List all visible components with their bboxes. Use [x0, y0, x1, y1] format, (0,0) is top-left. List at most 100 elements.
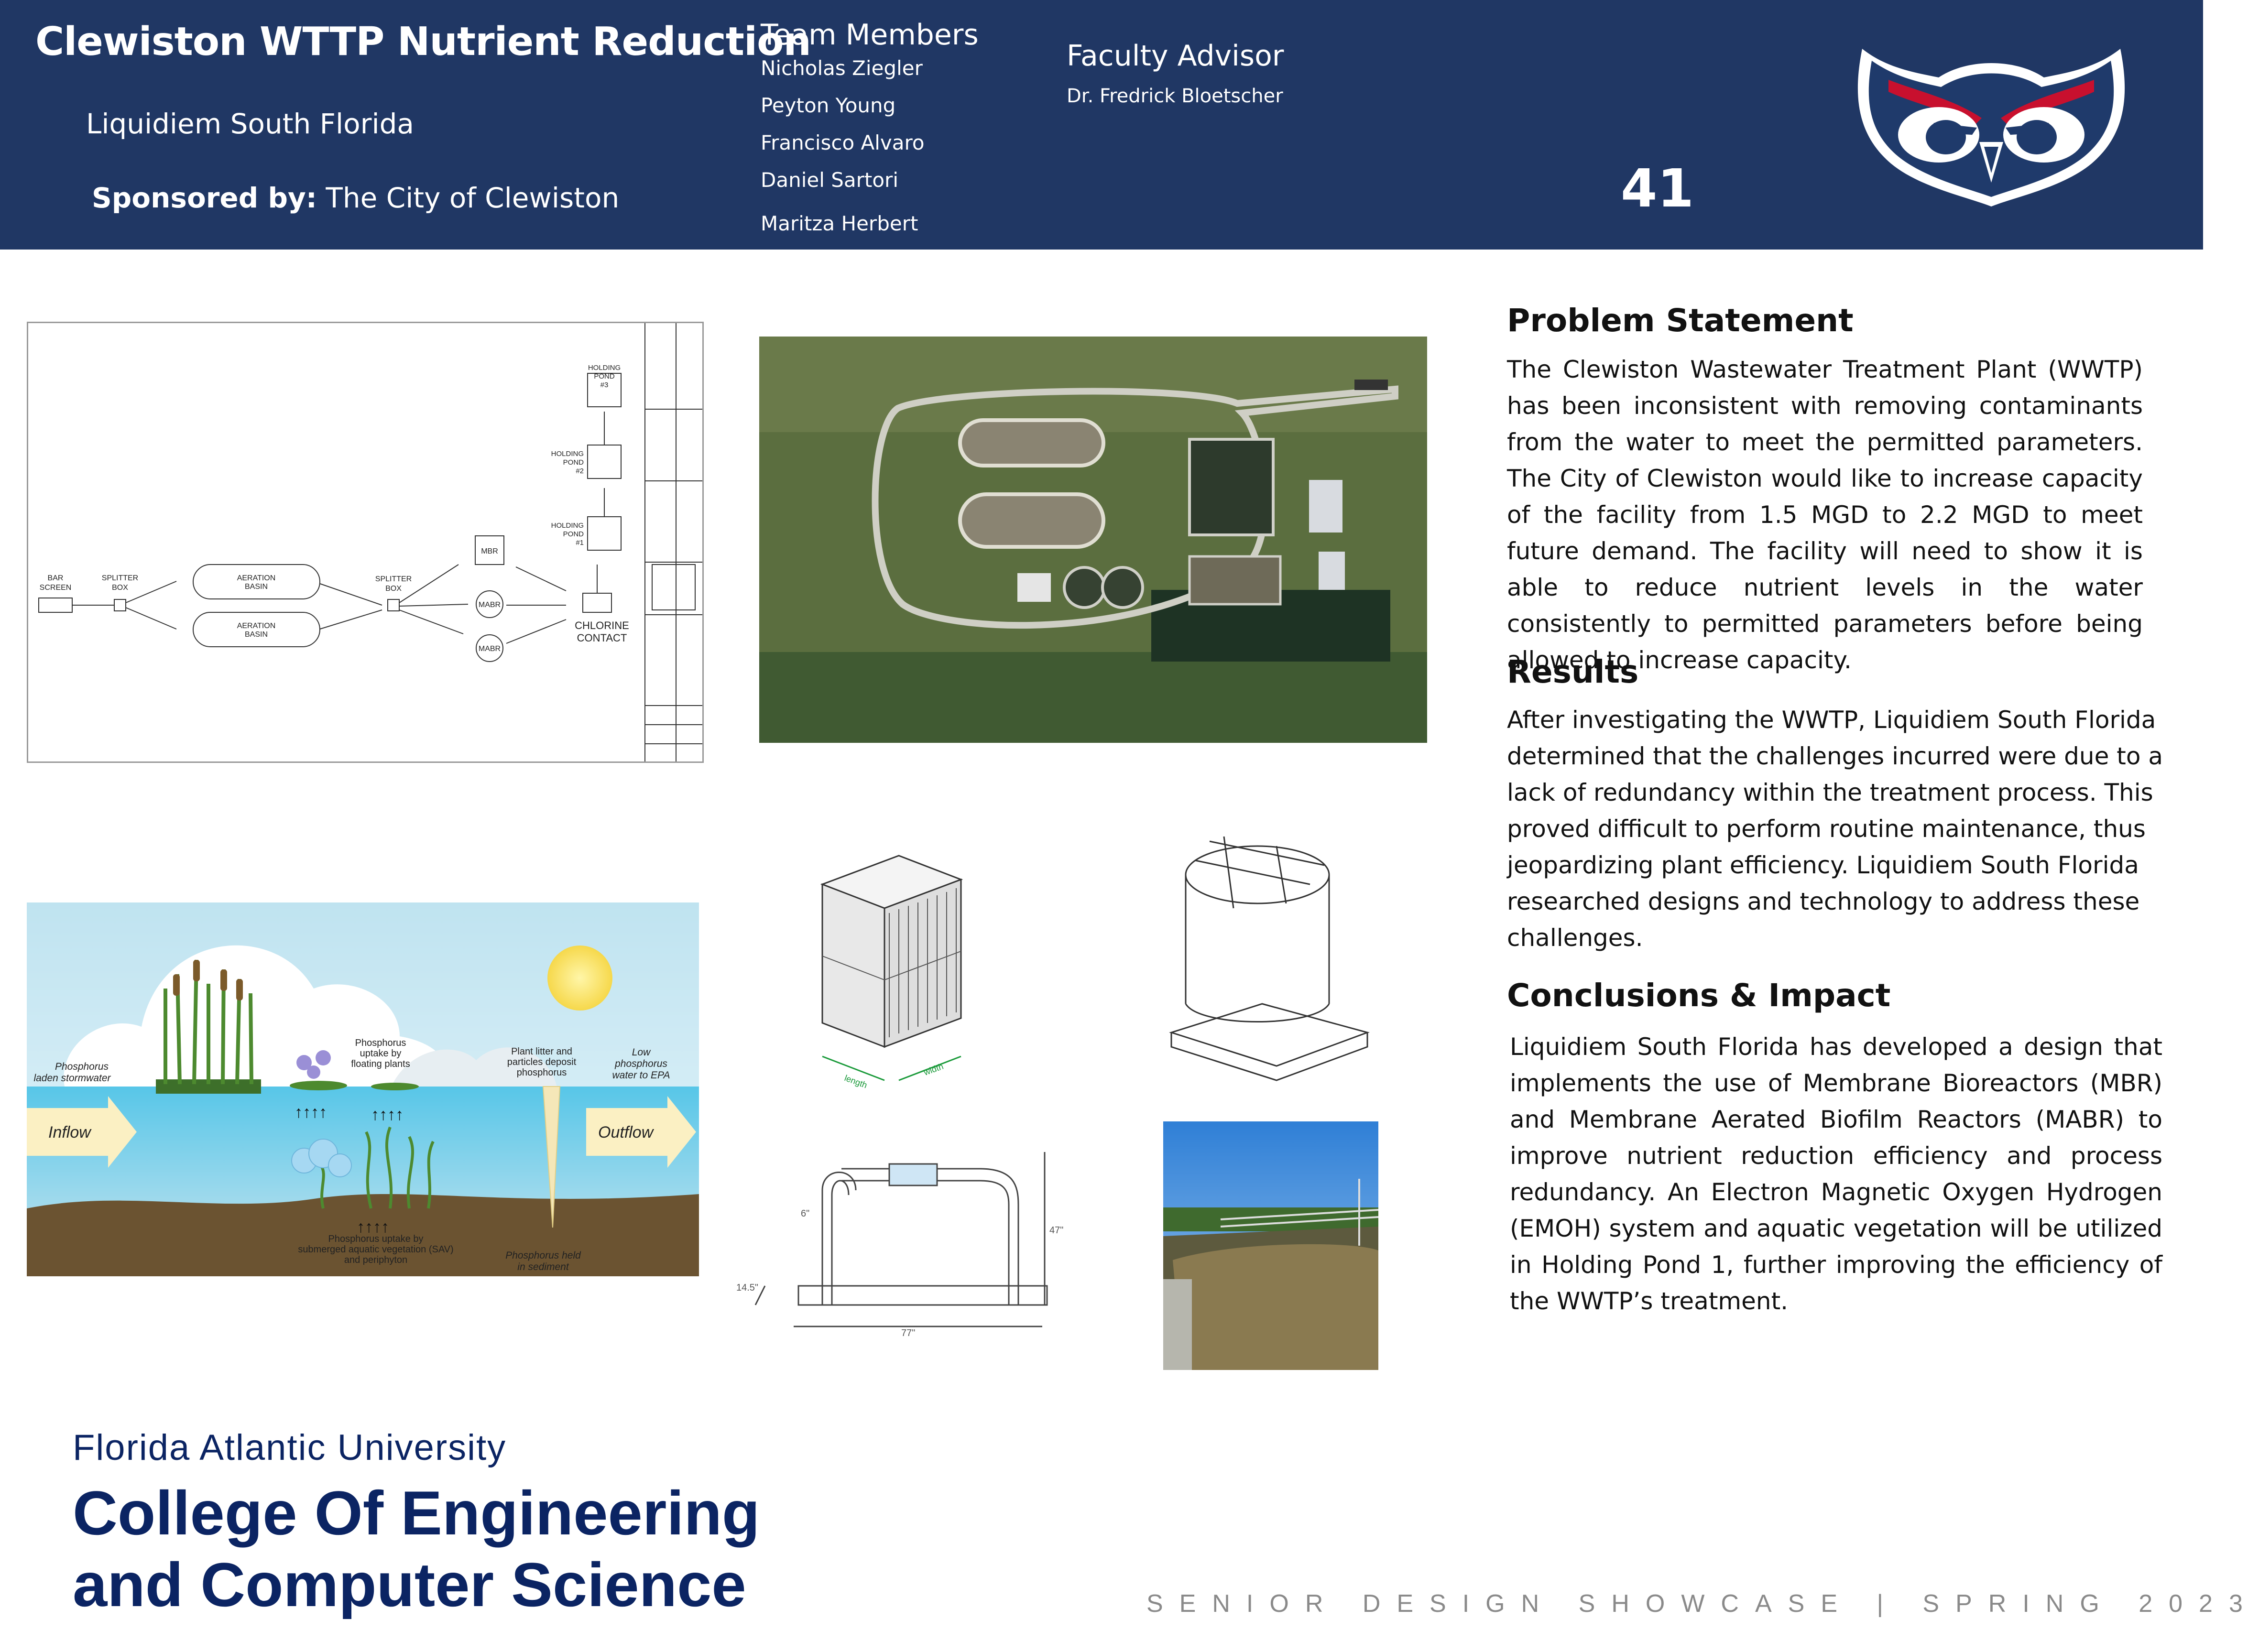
svg-text:and periphyton: and periphyton: [344, 1255, 407, 1265]
svg-text:BOX: BOX: [385, 585, 402, 593]
flow-label-pond3-3: #3: [600, 381, 609, 389]
wetland-low-3: water to EPA: [612, 1070, 670, 1081]
flow-label-mabr2: MABR: [479, 645, 501, 653]
svg-text:POND: POND: [563, 530, 584, 538]
flow-label-chlorine-2: CONTACT: [577, 632, 627, 644]
wetland-low-1: Low: [632, 1047, 651, 1058]
process-flow-diagram: BAR SCREEN SPLITTER BOX AERATION BASIN A…: [27, 322, 704, 763]
wetland-diagram-svg: Inflow Outflow Phosphorus laden stormwat…: [27, 902, 699, 1276]
flow-label-chlorine-1: CHLORINE: [575, 620, 629, 631]
svg-text:14.5": 14.5": [736, 1282, 758, 1293]
organization-name: Liquidiem South Florida: [86, 108, 414, 140]
process-flow-svg: BAR SCREEN SPLITTER BOX AERATION BASIN A…: [38, 323, 702, 761]
svg-text:Outflow: Outflow: [598, 1123, 655, 1141]
svg-text:submerged aquatic vegetation (: submerged aquatic vegetation (SAV): [298, 1244, 453, 1255]
wetland-outflow-label: Outflow: [598, 1123, 655, 1141]
site-photo-svg: [1163, 1121, 1379, 1370]
poster-title: Clewiston WTTP Nutrient Reduction: [35, 19, 811, 65]
pipe-dim-14-5: 14.5": [736, 1282, 758, 1293]
pipe-drawing-svg: 6" 47" 14.5" 77": [736, 1152, 1063, 1338]
svg-text:77": 77": [901, 1328, 915, 1338]
wetland-floating-2: uptake by: [360, 1048, 402, 1059]
college-name-line2: and Computer Science: [73, 1550, 746, 1619]
team-member: Nicholas Ziegler: [761, 56, 923, 80]
svg-text:SPLITTER: SPLITTER: [102, 574, 138, 582]
flow-label-splitter1-2: BOX: [112, 584, 128, 592]
wetland-phosphorus-diagram: Inflow Outflow Phosphorus laden stormwat…: [27, 902, 699, 1276]
wetland-stormwater-1: Phosphorus: [55, 1061, 109, 1072]
flow-label-aeration2-2: BASIN: [245, 630, 268, 639]
wetland-inflow-label: Inflow: [48, 1123, 92, 1141]
svg-text:MBR: MBR: [481, 547, 498, 555]
wetland-stormwater-2: laden stormwater: [33, 1073, 111, 1084]
flow-label-aeration2-1: AERATION: [237, 622, 276, 630]
svg-text:#1: #1: [576, 539, 584, 547]
university-name: Florida Atlantic University: [73, 1427, 507, 1468]
svg-text:CONTACT: CONTACT: [577, 632, 627, 644]
mabr-drawing-svg: [1169, 836, 1370, 1081]
wetland-floating-1: Phosphorus: [355, 1038, 406, 1048]
flow-label-mabr1: MABR: [479, 601, 501, 609]
conclusions-body: Liquidiem South Florida has developed a …: [1510, 1033, 2162, 1315]
svg-text:SPLITTER: SPLITTER: [375, 575, 412, 583]
flow-label-splitter2-2: BOX: [385, 585, 402, 593]
faculty-advisor-title: Faculty Advisor: [1067, 39, 1284, 73]
flow-label-aeration1-1: AERATION: [237, 574, 276, 582]
flow-label-splitter2-1: SPLITTER: [375, 575, 412, 583]
svg-text:POND: POND: [594, 372, 615, 380]
svg-text:↑↑↑↑: ↑↑↑↑: [295, 1103, 327, 1121]
owl-logo-icon: [1857, 49, 2125, 206]
conclusions-title: Conclusions & Impact: [1507, 977, 1891, 1014]
wetland-sav-1: Phosphorus uptake by: [328, 1234, 423, 1244]
flow-label-mbr: MBR: [481, 547, 498, 555]
flow-label-bar-screen-2: SCREEN: [40, 584, 72, 592]
svg-text:#3: #3: [600, 381, 609, 389]
faculty-advisor-name: Dr. Fredrick Bloetscher: [1067, 85, 1283, 107]
svg-text:Phosphorus held: Phosphorus held: [505, 1250, 581, 1261]
svg-text:Plant litter and: Plant litter and: [511, 1046, 572, 1057]
sun-icon: [547, 946, 612, 1011]
svg-text:Phosphorus uptake by: Phosphorus uptake by: [328, 1234, 423, 1244]
svg-text:Low: Low: [632, 1047, 651, 1058]
svg-text:HOLDING: HOLDING: [551, 450, 584, 458]
college-name: College Of Engineering and Computer Scie…: [73, 1477, 760, 1620]
wetland-litter-2: particles deposit: [507, 1057, 577, 1067]
svg-text:length: length: [843, 1073, 869, 1090]
svg-text:↑↑↑↑: ↑↑↑↑: [371, 1106, 404, 1124]
svg-text:Phosphorus: Phosphorus: [355, 1038, 406, 1048]
svg-text:phosphorus: phosphorus: [614, 1058, 667, 1069]
mabr-unit-drawing: [1157, 822, 1382, 1085]
wetland-low-2: phosphorus: [614, 1058, 667, 1069]
wetland-sav-2: submerged aquatic vegetation (SAV): [298, 1244, 453, 1255]
pipe-dim-6: 6": [801, 1208, 809, 1219]
svg-text:Inflow: Inflow: [48, 1123, 92, 1141]
svg-text:uptake by: uptake by: [360, 1048, 402, 1059]
svg-text:water to EPA: water to EPA: [612, 1070, 670, 1081]
svg-text:47": 47": [1049, 1225, 1063, 1236]
flow-label-pond1-2: POND: [563, 530, 584, 538]
flow-label-pond1-3: #1: [576, 539, 584, 547]
svg-text:CHLORINE: CHLORINE: [575, 620, 629, 631]
svg-text:MABR: MABR: [479, 645, 501, 653]
svg-text:BAR: BAR: [48, 574, 64, 582]
team-member: Daniel Sartori: [761, 168, 898, 192]
showcase-footer: SENIOR DESIGN SHOWCASE | SPRING 2023: [1146, 1590, 2259, 1618]
mbr-length-label: length: [843, 1073, 869, 1090]
svg-text:BASIN: BASIN: [245, 630, 268, 639]
pipe-dim-77: 77": [901, 1328, 915, 1338]
svg-text:AERATION: AERATION: [237, 574, 276, 582]
sponsor-label: Sponsored by:: [92, 182, 317, 214]
flow-label-pond2-1: HOLDING: [551, 450, 584, 458]
sponsor-value: The City of Clewiston: [316, 182, 620, 214]
results-body: After investigating the WWTP, Liquidiem …: [1507, 706, 2163, 952]
svg-text:phosphorus: phosphorus: [517, 1067, 567, 1078]
pipe-assembly-drawing: 6" 47" 14.5" 77": [731, 1147, 1066, 1338]
flow-label-splitter1-1: SPLITTER: [102, 574, 138, 582]
svg-text:floating plants: floating plants: [351, 1059, 410, 1069]
flow-label-pond2-3: #2: [576, 467, 584, 475]
svg-text:6": 6": [801, 1208, 809, 1219]
flow-label-aeration1-2: BASIN: [245, 583, 268, 591]
svg-text:↑↑↑↑: ↑↑↑↑: [357, 1218, 389, 1236]
poster-number: 41: [1621, 158, 1694, 219]
svg-text:width: width: [922, 1062, 945, 1078]
